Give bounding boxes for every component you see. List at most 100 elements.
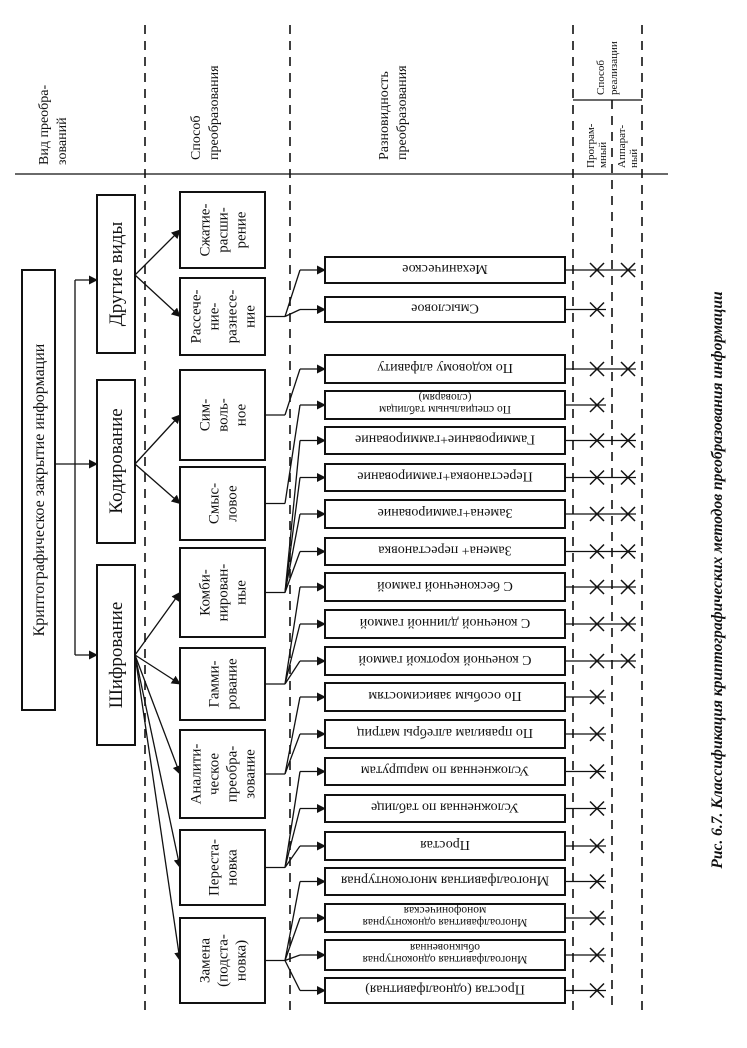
mark-program-cross [589,726,605,742]
type-label-drug: Другие виды [106,222,127,327]
method-box-analit [179,729,266,819]
variant-box [324,354,566,384]
variant-label: Многоалфавитная одноконтурнаяобыкновенна… [362,941,528,965]
method-box-smysl [179,466,266,541]
type-box-kod [96,379,136,544]
mark-program-cross [589,616,605,632]
mark-program-cross [589,301,605,318]
variant-branch-gamm [284,660,301,685]
variant-branch-perest [284,808,301,868]
variant-box [324,682,566,712]
variant-label: По специальным таблицам(словарям) [378,391,511,415]
method-box-perest [179,829,266,906]
variant-branch-zamena [284,917,301,961]
variant-box [324,646,566,676]
variant-label: С бесконечной гаммой [377,578,513,593]
mark-program-cross [589,800,605,817]
method-label-gamm: Гамми-рование [207,658,241,710]
type-method-connectors [134,229,184,962]
variant-label: Многоалфавитная многоконтурная [340,873,549,888]
fan-line-drug-szh [134,229,181,276]
method-variant-connectors [265,265,326,996]
header-col-method: Способ преобразования [189,65,222,160]
mark-program-cross [589,361,605,377]
variant-branch-rass [284,308,301,318]
variant-box [324,903,566,933]
mark-program-cross [589,982,605,999]
variant-branch-zamena [284,960,301,991]
variant-label: По особым зависимостям [368,688,521,703]
method-box-zamena [179,917,266,1004]
mark-program-cross [589,873,605,890]
variant-branch-analit [284,733,301,775]
mark-program-cross [589,432,605,449]
mark-hardware-cross [620,506,636,522]
variant-branch-komb [284,513,301,593]
root-box [21,269,56,711]
mark-hardware-cross [620,432,636,449]
header-col-impl: Способ реализации [595,41,620,95]
variant-box [324,537,566,566]
variant-label: Механическое [402,261,488,276]
variant-branch-perest [284,771,301,868]
mark-program-cross [589,469,605,486]
variant-branch-komb [284,440,301,593]
variant-branch-perest [284,845,301,868]
method-label-szh: Сжатие-расши-рение [198,204,250,257]
method-box-rass [179,277,266,356]
variant-box [324,390,566,420]
variant-box [324,426,566,455]
variant-label: Гаммирование+гаммирование [355,432,535,447]
variant-box [324,831,566,861]
variant-label: Замена+ перестановка [378,543,512,558]
header-col-type: Вид преобра- зований [37,81,70,165]
method-label-smysl: Смыс-ловое [207,483,241,524]
variant-branch-zamena [284,881,301,961]
method-box-simv [179,369,266,461]
method-label-rass: Рассече-ние-разнесе-ние [189,290,259,344]
mark-program-cross [589,947,605,963]
variant-label: Замена+гаммирование [378,505,513,520]
figure-caption: Рис. 6.7. Классификация криптографически… [709,291,726,869]
mark-program-cross [589,653,605,669]
mark-program-cross [589,397,605,413]
variant-label: Простая (одноалфавитная) [365,982,525,997]
variant-box [324,499,566,529]
variant-box [324,757,566,786]
variant-box [324,572,566,602]
variant-branch-simv [284,368,301,416]
variant-label: По правилам алгебры матриц [357,725,533,740]
mark-hardware-cross [620,361,636,377]
mark-program-cross [589,838,605,854]
variant-label: Перестановка+гаммирование [357,469,532,484]
fan-line-kod-smysl [134,463,181,505]
type-label-kod: Кодирование [106,408,127,513]
method-box-gamm [179,647,266,721]
type-box-drug [96,194,136,354]
variant-branch-gamm [284,586,301,685]
variant-box [324,296,566,323]
fan-line-shifr-komb [134,591,181,656]
mark-program-cross [589,763,605,780]
variant-box [324,719,566,749]
variant-boxes: Простая (одноалфавитная) Многоалфавитная … [324,256,566,1004]
variant-box [324,609,566,639]
variant-box [324,977,566,1004]
method-box-szh [179,191,266,269]
mark-hardware-cross [620,469,636,486]
fan-line-shifr-analit [134,654,182,775]
variant-branch-analit [284,696,301,775]
mark-hardware-cross [620,616,636,632]
fan-line-shifr-gamm [134,654,181,685]
variant-branch-zamena [284,954,301,962]
method-label-perest: Переста-новка [207,839,241,896]
variant-branch-smysl [284,404,301,504]
mark-program-cross [589,579,605,595]
mark-hardware-cross [620,543,636,560]
variant-label: По кодовому алфавиту [377,360,513,375]
variant-label: С конечной короткой гаммой [358,652,532,667]
type-box-shifr [96,564,136,746]
